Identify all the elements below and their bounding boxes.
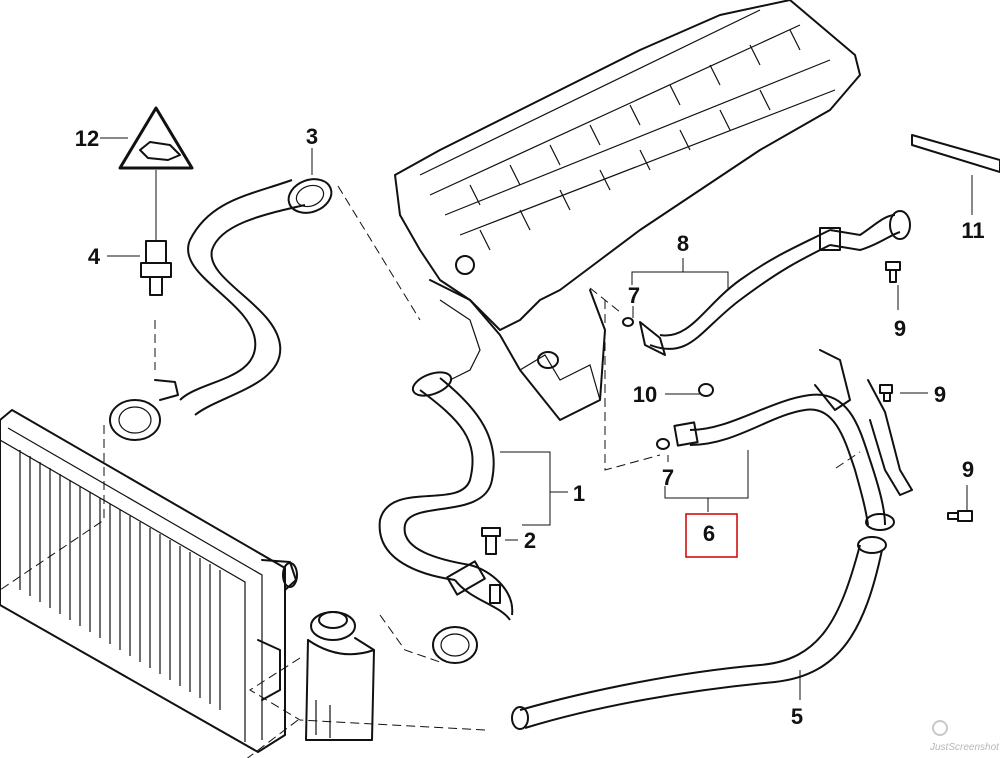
watermark-text: JustScreenshot [929, 742, 1000, 753]
callout-9-upper: 9 [894, 316, 906, 341]
callout-8: 8 [677, 231, 689, 256]
callout-10: 10 [633, 382, 657, 407]
callouts: 1 2 3 4 5 6 7 7 8 9 9 9 10 11 12 [75, 124, 985, 729]
callout-7-lower: 7 [662, 465, 674, 490]
highlight-box [685, 513, 738, 558]
hose-8 [649, 210, 911, 350]
callout-11: 11 [961, 218, 984, 243]
callout-1: 1 [573, 481, 585, 506]
leader-lines [100, 137, 973, 700]
gasket-strip [911, 134, 1000, 173]
callout-4: 4 [88, 244, 101, 269]
hose-6 [673, 349, 913, 531]
radiator [0, 409, 298, 753]
callout-5: 5 [791, 704, 803, 729]
callout-6: 6 [703, 521, 715, 546]
callout-9-lower: 9 [962, 457, 974, 482]
callout-7-upper: 7 [628, 283, 640, 308]
callout-3: 3 [306, 124, 318, 149]
hose-upper [109, 178, 333, 441]
expansion-tank [305, 611, 375, 741]
watermark: JustScreenshot [929, 720, 1000, 753]
engine-block [394, 0, 861, 421]
bolt-2 [481, 527, 501, 555]
hose-lower [378, 371, 514, 664]
hose-5 [511, 536, 887, 730]
callout-2: 2 [524, 528, 536, 553]
dashed-connectors [0, 185, 861, 758]
watermark-logo-icon [932, 720, 948, 736]
temp-sensor [140, 240, 172, 296]
callout-12: 12 [75, 126, 99, 151]
small-parts [622, 261, 973, 522]
callout-9-middle: 9 [934, 382, 946, 407]
warning-triangle-icon [118, 106, 194, 170]
